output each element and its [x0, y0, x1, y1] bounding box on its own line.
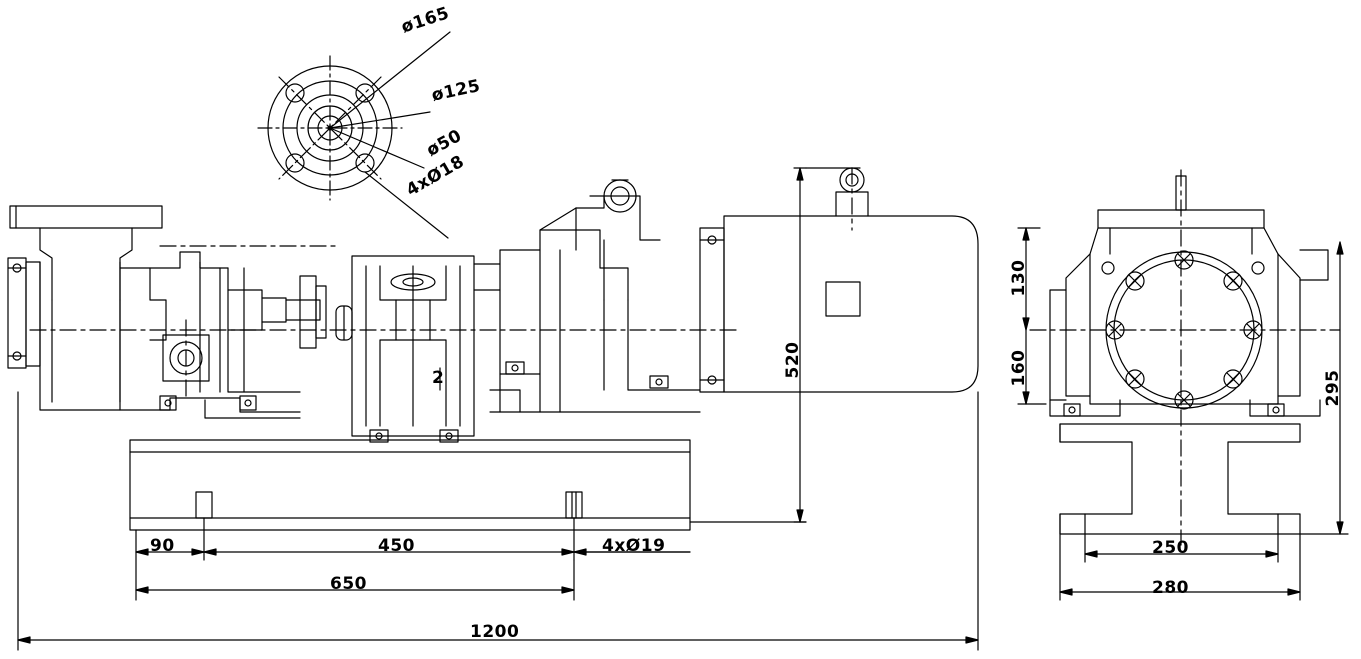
dim-overall-length: 1200 [470, 622, 520, 642]
dim-base-mounting-holes: 4xØ19 [602, 536, 666, 556]
dim-base-edge-to-hole: 90 [150, 536, 175, 556]
end-elevation-view [1017, 169, 1349, 601]
dim-lower-height: 160 [1009, 349, 1029, 387]
dim-base-hole-span: 650 [330, 574, 367, 594]
dim-upper-height: 130 [1009, 259, 1029, 297]
side-elevation-view [7, 167, 979, 651]
flange-detail-view [257, 31, 451, 239]
dim-overall-height: 520 [783, 341, 803, 379]
dim-base-hole-spacing: 450 [378, 536, 415, 556]
dim-base-outer-width: 280 [1152, 578, 1189, 598]
dim-base-inner-width: 250 [1152, 538, 1189, 558]
dim-base-height: 295 [1323, 369, 1343, 407]
callout-part-2: 2 [432, 368, 445, 388]
